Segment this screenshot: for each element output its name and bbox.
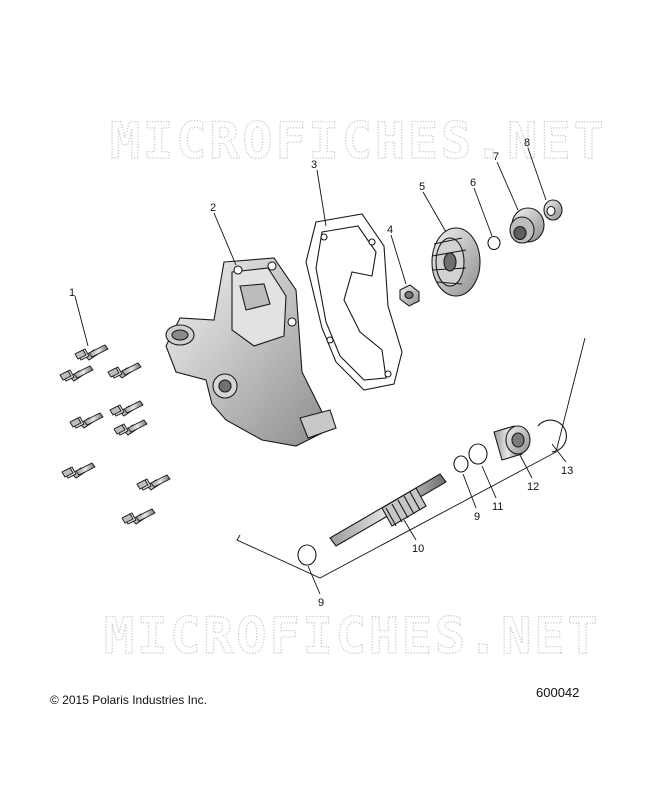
callout-13: 13 [561,465,573,477]
part-9-washer-upper [453,455,469,473]
bolt [136,474,171,491]
callout-7: 7 [493,151,499,163]
part-3-gasket [305,213,403,391]
leader-lines [74,147,567,595]
bolt [109,400,144,417]
callout-9-lower: 9 [318,597,324,609]
callout-4: 4 [387,224,393,236]
part-2-pump-housing [165,257,337,447]
part-7-seal [509,207,545,244]
callout-11: 11 [492,501,503,513]
callout-12: 12 [527,481,539,493]
part-6-small-ring [487,235,501,251]
callout-6: 6 [470,177,476,189]
bolt [74,344,109,361]
callout-labels: 1 2 3 4 5 6 7 8 9 9 10 11 12 13 [69,137,573,609]
bolt [121,508,156,525]
part-1-bolts [59,344,171,525]
part-8-seal-ring [543,199,563,221]
bolt [59,365,94,382]
bolt [61,462,96,479]
assembly-boundary [236,337,586,579]
callout-1: 1 [69,287,75,299]
copyright-notice: © 2015 Polaris Industries Inc. [50,693,207,707]
callout-8: 8 [524,137,530,149]
callout-9-upper: 9 [474,511,480,523]
part-4-nut [399,284,420,307]
part-9-washer-lower [297,544,317,566]
part-13-snap-ring [537,419,567,453]
part-12-bearing [493,425,531,461]
callout-2: 2 [210,202,216,214]
bolt [113,419,148,436]
watermark-top: MICROFICHES.NET [110,112,607,170]
callout-5: 5 [419,181,425,193]
bolt [69,412,104,429]
part-11-o-ring [468,443,488,465]
bolt [107,362,142,379]
part-5-impeller [431,227,481,297]
watermark-bottom: MICROFICHES.NET [104,607,601,665]
callout-3: 3 [311,159,317,171]
drawing-number: 600042 [536,685,580,700]
callout-10: 10 [412,543,424,555]
part-10-shaft [329,473,447,547]
